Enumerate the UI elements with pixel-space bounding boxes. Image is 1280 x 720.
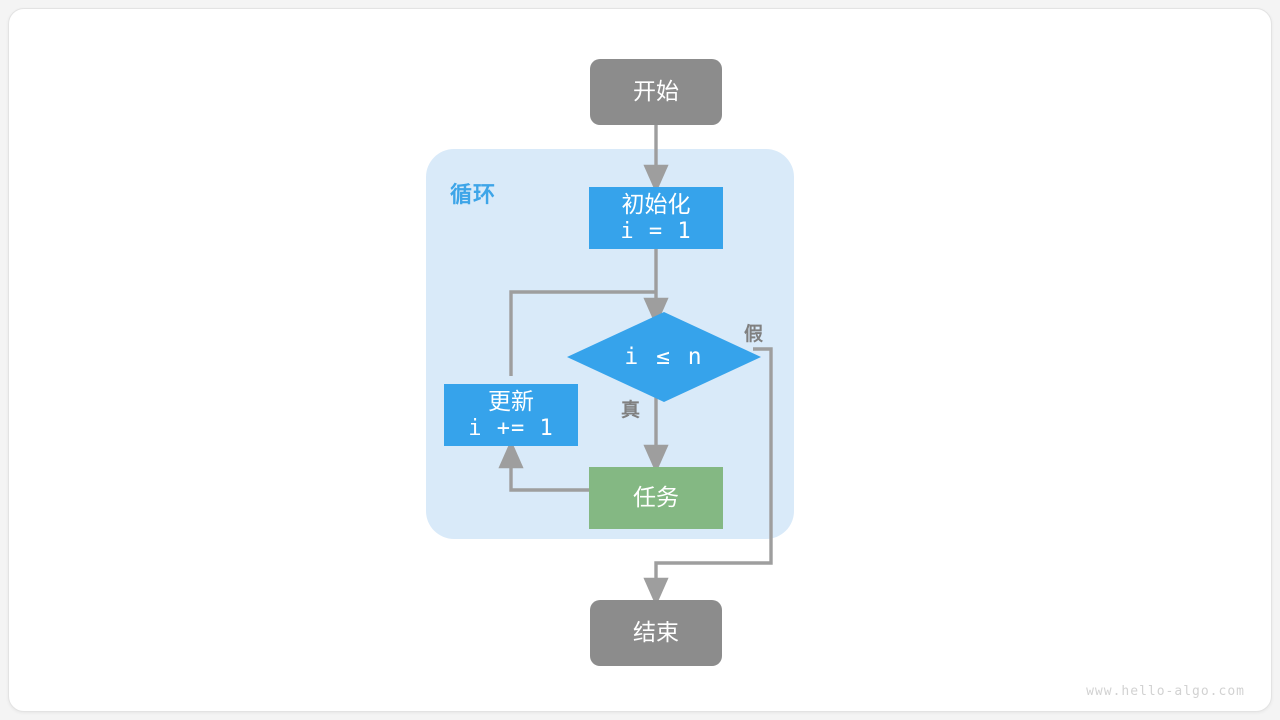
node-condition-expression: i ≤ n	[624, 344, 704, 370]
node-task[interactable]: 任务	[589, 467, 723, 529]
edge-label-true-text: 真	[621, 400, 641, 421]
node-update[interactable]: 更新 i += 1	[444, 384, 578, 446]
node-condition-label: i ≤ n	[567, 334, 761, 380]
diagram-card: 循环	[8, 8, 1272, 712]
node-update-label-line1: 更新	[488, 388, 534, 415]
decision-shape-layer	[567, 312, 761, 402]
edge-condition-to-end	[643, 347, 773, 607]
node-task-label: 任务	[633, 484, 679, 511]
node-end[interactable]: 结束	[590, 600, 722, 666]
node-start-label: 开始	[633, 78, 679, 105]
node-end-label: 结束	[633, 619, 679, 646]
node-init-label-line1: 初始化	[621, 191, 691, 218]
edge-label-false-text: 假	[744, 324, 764, 345]
edge-update-to-condition	[509, 290, 656, 376]
edge-label-false: 假	[744, 319, 763, 346]
node-init-label-line2: i = 1	[620, 218, 692, 244]
edge-task-to-update	[498, 439, 589, 492]
loop-group-label: 循环	[450, 182, 497, 207]
node-update-label-line2: i += 1	[468, 415, 554, 441]
edge-label-true: 真	[621, 395, 640, 422]
node-start[interactable]: 开始	[590, 59, 722, 125]
node-init[interactable]: 初始化 i = 1	[589, 187, 723, 249]
decision-diamond-condition[interactable]	[567, 312, 761, 402]
flowchart-canvas: 循环	[9, 9, 1273, 713]
site-watermark: www.hello-algo.com	[1086, 684, 1245, 699]
connector-layer	[498, 117, 773, 607]
